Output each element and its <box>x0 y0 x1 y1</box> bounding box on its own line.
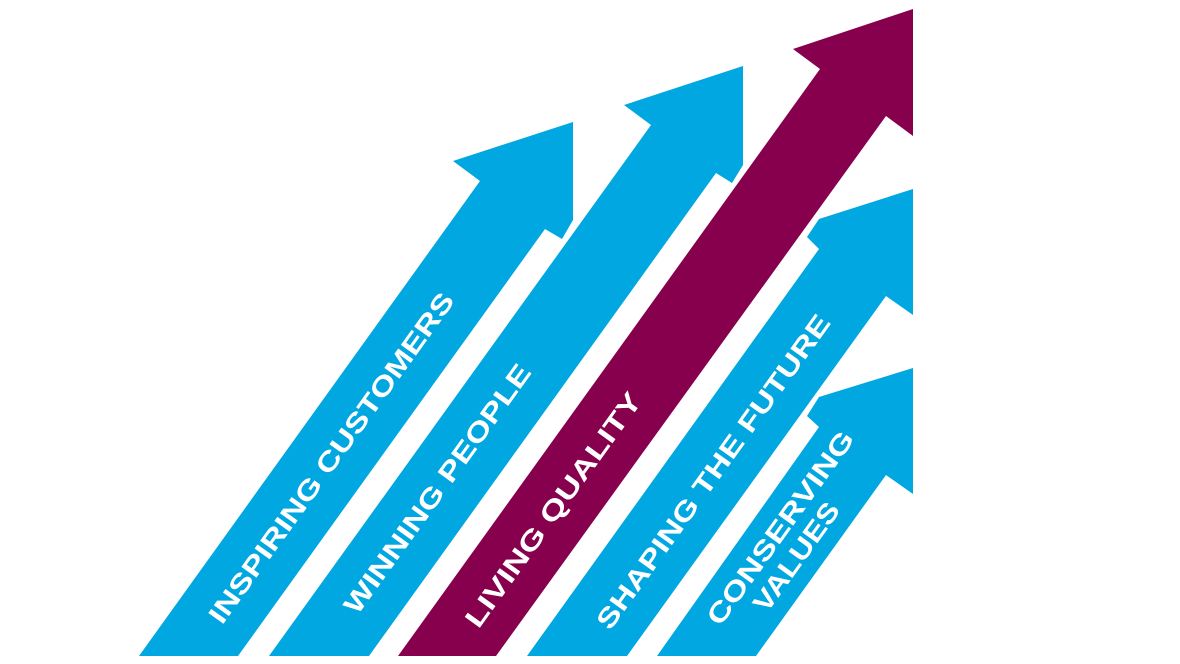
arrow-shaping-the-future <box>527 189 913 656</box>
arrow-living-quality <box>398 9 913 656</box>
arrow-inspiring-customers <box>139 122 573 656</box>
arrow-winning-people <box>269 66 743 656</box>
arrow-conserving-values <box>657 368 913 656</box>
